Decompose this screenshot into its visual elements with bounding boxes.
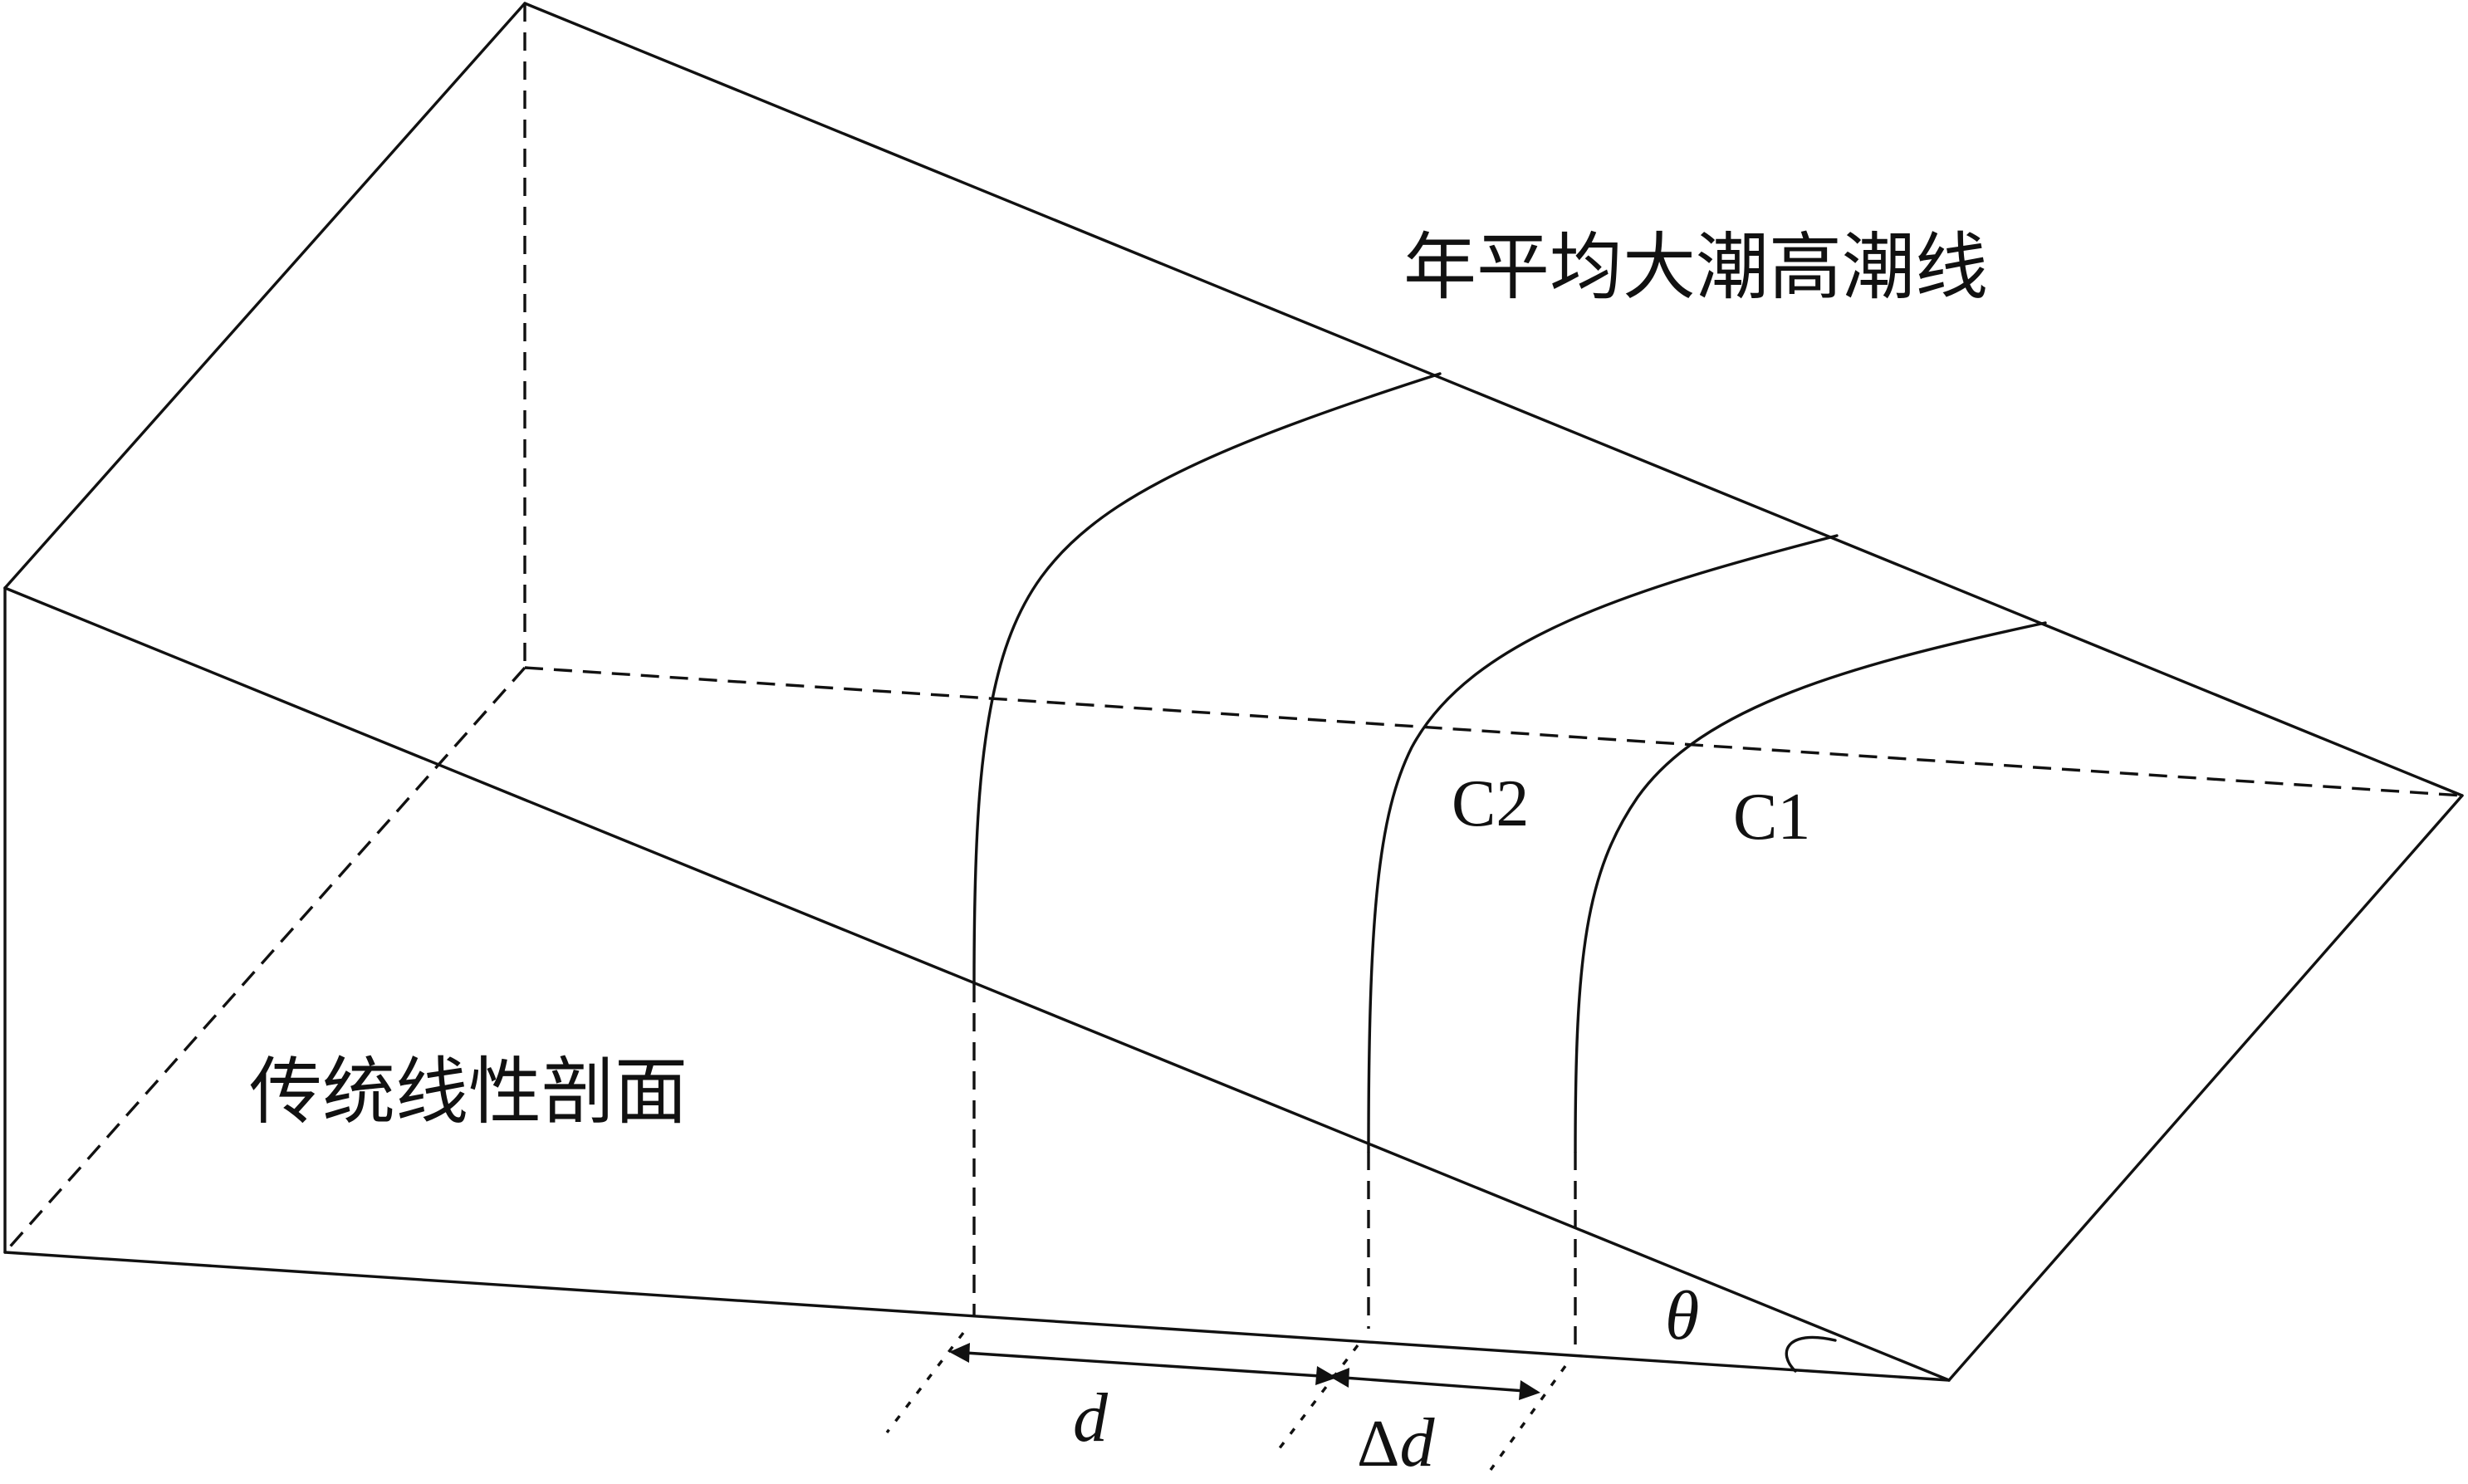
- dimension-delta-d: [1329, 1368, 1540, 1400]
- front-sloped-edge: [3, 586, 1951, 1382]
- bottom-front-edge: [3, 1251, 1951, 1382]
- linear-profile-label: 传统线性剖面: [249, 1049, 688, 1134]
- dimension-delta-d-arrow-right: [1519, 1380, 1540, 1400]
- extension-lines: [885, 1331, 1567, 1471]
- hidden-left-bottom-edge: [3, 666, 526, 1254]
- profile-curves: [972, 372, 2047, 1153]
- dimension-d: [949, 1343, 1337, 1385]
- dimension-d-arrow-left: [949, 1343, 970, 1363]
- projection-lines: [972, 984, 1577, 1349]
- top-edge-left: [3, 2, 526, 590]
- curve-c2: [1367, 534, 1839, 1153]
- delta-d-variable: d: [1399, 1404, 1435, 1482]
- right-slope-edge: [1947, 794, 2464, 1382]
- hidden-back-bottom-edge: [524, 666, 2463, 797]
- extension-line-1: [885, 1331, 965, 1434]
- distance-d-label: d: [1073, 1379, 1109, 1457]
- extension-line-2: [1277, 1344, 1359, 1451]
- top-edge-back: [523, 2, 2464, 797]
- dimension-delta-d-arrow-left: [1329, 1368, 1349, 1388]
- linear-profile-curve: [972, 372, 1442, 986]
- curve-c2-label: C2: [1452, 767, 1529, 840]
- extension-line-3: [1489, 1365, 1567, 1471]
- curve-c1: [1574, 621, 2047, 1153]
- wedge-outline: [3, 2, 2464, 1382]
- hidden-edges: [3, 3, 2463, 1254]
- dimension-delta-d-line: [1331, 1375, 1538, 1393]
- dimension-d-arrow-right: [1315, 1366, 1337, 1385]
- angle-arc: [1785, 1335, 1837, 1373]
- high-tide-line-label: 年平均大潮高潮线: [1403, 224, 1988, 310]
- curve-c1-label: C1: [1733, 781, 1810, 854]
- delta-symbol: Δ: [1357, 1408, 1399, 1481]
- delta-d-label: Δd: [1357, 1404, 1435, 1482]
- angle-theta-label: θ: [1665, 1277, 1699, 1354]
- dimension-d-line: [951, 1350, 1334, 1379]
